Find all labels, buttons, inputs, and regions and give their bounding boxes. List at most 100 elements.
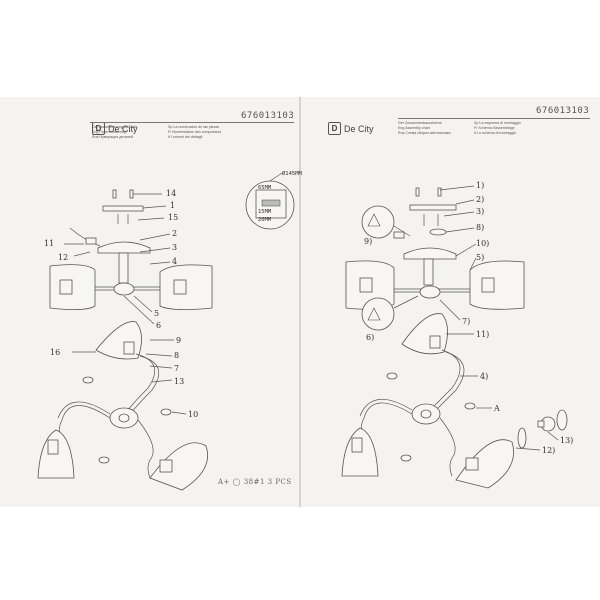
legend-line: Ger Nummerierung der Teile — [92, 125, 138, 129]
callout-3: 3 — [172, 243, 177, 252]
lamp-socket-icon — [351, 437, 363, 453]
callout-9: 9) — [364, 237, 372, 246]
callout-7: 7) — [462, 317, 470, 326]
right-header-rule — [398, 118, 590, 119]
screw-icon — [129, 189, 134, 199]
supply-wire — [69, 227, 101, 247]
callout-11: 11) — [476, 330, 489, 339]
glass-shade-icon — [469, 260, 525, 310]
callout-A: A — [493, 404, 500, 413]
callout-1: 1 — [170, 201, 175, 210]
callout-2: 2 — [172, 229, 177, 238]
legend-line: Eng Assembly chart — [398, 126, 430, 130]
lamp-socket-icon — [481, 277, 495, 293]
glass-shade-icon — [455, 439, 514, 489]
wire-connector-icon — [400, 454, 412, 462]
callout-6: 6 — [156, 321, 161, 330]
lamp-socket-icon — [465, 457, 479, 471]
canopy-icon — [97, 241, 151, 254]
legend-line: Sp La esquema di montaggio — [474, 121, 521, 125]
right-brand-logo: D De City — [328, 122, 374, 135]
mounting-bracket-icon — [409, 204, 457, 211]
page-fold — [299, 97, 301, 507]
right-product-code: 676013103 — [536, 106, 590, 116]
callout-10: 10) — [476, 239, 489, 248]
curved-arm — [58, 405, 111, 435]
legend-line: It I numeri dei dettagli — [168, 135, 203, 139]
dimension-a: 65MM — [258, 185, 272, 191]
lamp-socket-icon — [123, 341, 135, 355]
callout-10: 10 — [188, 410, 198, 419]
lamp-socket-icon — [173, 279, 187, 295]
legend-line: It Lo schema di montaggio — [474, 131, 517, 135]
stem-icon — [423, 258, 434, 286]
hub-icon — [419, 285, 441, 299]
left-header-rule — [90, 122, 294, 123]
wire-connector-icon — [464, 402, 476, 410]
curved-arm — [429, 349, 461, 411]
diameter-label: Ø145MM — [282, 170, 303, 177]
callout-3: 3) — [476, 207, 484, 216]
legend-line: Rus Нумерация деталей — [92, 135, 133, 139]
screw-icon — [112, 189, 117, 199]
callout-2: 2) — [476, 195, 484, 204]
screw-icon — [437, 187, 442, 197]
callout-8: 8 — [174, 351, 179, 360]
shade-ring-icon — [517, 427, 527, 449]
callout-15: 15 — [168, 213, 178, 222]
callout-8: 8) — [476, 223, 484, 232]
wire-connector-icon — [160, 408, 172, 416]
callout-13: 13) — [560, 436, 573, 445]
wiring-detail-icon — [361, 297, 395, 331]
dimension-detail: Ø145MM 65MM 15MM 20MM — [245, 170, 303, 230]
callout-6: 6) — [366, 333, 374, 342]
callout-13: 13 — [174, 377, 184, 386]
terminal-block-icon — [85, 237, 97, 245]
left-brand-text: De City — [108, 123, 138, 134]
callout-7: 7 — [174, 364, 179, 373]
curved-arm — [439, 417, 456, 477]
lamp-socket-icon — [47, 439, 59, 455]
callout-14: 14 — [166, 189, 176, 198]
warning-icon — [367, 213, 381, 227]
lamp-socket-icon — [59, 279, 73, 295]
lamp-socket-icon — [159, 459, 173, 473]
callout-9: 9 — [176, 336, 181, 345]
glass-shade-icon — [149, 442, 208, 491]
dimension-b: 15MM — [258, 209, 272, 215]
dimension-c: 20MM — [258, 217, 272, 223]
terminal-block-icon — [393, 231, 405, 239]
warning-icon — [367, 307, 381, 321]
hub-icon — [113, 282, 135, 296]
callout-12: 12) — [542, 446, 555, 455]
brand-logo-icon: D — [328, 122, 341, 135]
callout-16: 16 — [50, 348, 60, 357]
glass-shade-icon — [401, 313, 448, 355]
right-brand-text: De City — [344, 123, 374, 134]
legend-line: Rus Схема сборки светильника — [398, 131, 451, 135]
lamp-socket-icon — [359, 277, 373, 293]
callout-4: 4 — [172, 257, 177, 266]
mounting-bracket-icon — [102, 205, 144, 212]
legend-line: Ger Zusammenbauschema — [398, 121, 442, 125]
wire-connector-icon — [386, 372, 398, 380]
wire-connector-icon — [82, 376, 94, 384]
legend-line: Fr Numérotation des composants — [168, 130, 222, 134]
screw-icon — [415, 187, 420, 197]
canopy-icon — [403, 247, 457, 260]
callout-1: 1) — [476, 181, 484, 190]
right-legend: Ger Zusammenbauschema Eng Assembly chart… — [398, 121, 521, 136]
legend-line: Eng Parts numbering — [92, 130, 126, 134]
left-product-code: 676013103 — [241, 111, 295, 121]
callout-11: 11 — [44, 239, 54, 248]
stem-icon — [118, 252, 129, 284]
callout-5: 5 — [154, 309, 159, 318]
callout-5: 5) — [476, 253, 484, 262]
legend-line: Sp La numeración de las piezas — [168, 125, 220, 129]
legend-line: Fr Schéma d'assemblage — [474, 126, 515, 130]
callout-12: 12 — [58, 253, 68, 262]
glass-shade-icon — [95, 321, 142, 360]
curved-arm — [360, 402, 413, 433]
left-legend: Ger Nummerierung der Teile Eng Parts num… — [92, 125, 221, 140]
